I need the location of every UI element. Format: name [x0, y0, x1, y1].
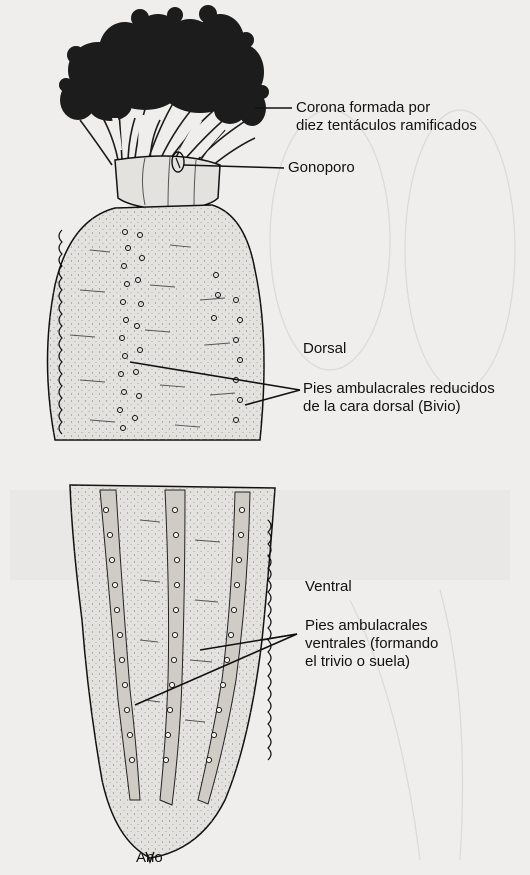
label-ano: Ano [136, 849, 163, 867]
label-pies-dorsales-line1: Pies ambulacrales reducidos [303, 380, 495, 398]
label-dorsal: Dorsal [303, 340, 346, 358]
oral-tentacles [59, 5, 269, 172]
label-pies-ventrales-line2: ventrales (formando [305, 635, 438, 653]
label-pies-dorsales: Pies ambulacrales reducidos de la cara d… [303, 380, 495, 416]
dorsal-view [48, 205, 265, 440]
collar [115, 152, 220, 210]
label-gonoporo: Gonoporo [288, 159, 355, 177]
tentacle-gaps [112, 115, 228, 157]
label-pies-ventrales: Pies ambulacrales ventrales (formando el… [305, 617, 438, 671]
label-pies-dorsales-line2: de la cara dorsal (Bivio) [303, 398, 495, 416]
label-pies-ventrales-line1: Pies ambulacrales [305, 617, 438, 635]
label-corona: Corona formada por diez tentáculos ramif… [296, 99, 477, 135]
label-corona-line2: diez tentáculos ramificados [296, 117, 477, 135]
label-ventral: Ventral [305, 578, 352, 596]
label-pies-ventrales-line3: el trivio o suela) [305, 653, 438, 671]
tentacle-foliage [59, 5, 269, 126]
label-corona-line1: Corona formada por [296, 99, 477, 117]
ventral-view [70, 485, 275, 862]
